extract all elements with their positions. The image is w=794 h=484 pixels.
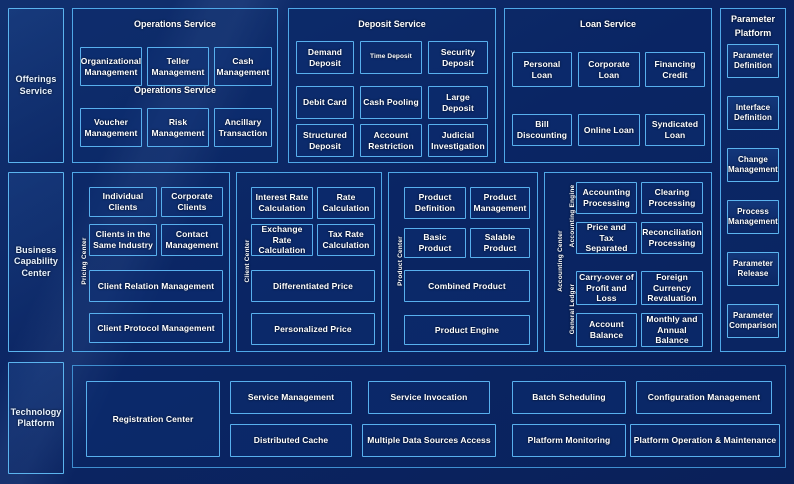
tech-distributed-cache[interactable]: Distributed Cache [230, 424, 352, 457]
capability-differentiated-price[interactable]: Differentiated Price [251, 270, 375, 302]
row-label-offerings-service: Offerings Service [8, 8, 64, 163]
capability-large-deposit[interactable]: Large Deposit [428, 86, 488, 119]
capability-tax-rate-calculation[interactable]: Tax Rate Calculation [317, 224, 375, 256]
capability-price-and-tax-separated[interactable]: Price and Tax Separated [576, 222, 637, 254]
tech-configuration-management[interactable]: Configuration Management [636, 381, 772, 414]
group-client-center[interactable] [236, 172, 382, 352]
parameter-platform-title-line2: Platform [734, 28, 772, 38]
capability-accounting-processing[interactable]: Accounting Processing [576, 182, 637, 214]
row-label-business-line2: Capability [13, 256, 58, 267]
row-label-technology-line2: Platform [17, 418, 55, 428]
capability-monthly-and-annual-balance[interactable]: Monthly and Annual Balance [641, 313, 703, 347]
row-label-technology-platform: Technology Platform [8, 362, 64, 474]
group-title-deposit-service: Deposit Service [358, 19, 426, 29]
capability-personalized-price[interactable]: Personalized Price [251, 313, 375, 345]
vertical-label-accounting-center: Accounting Center [556, 230, 564, 292]
capability-time-deposit[interactable]: Time Deposit [360, 41, 422, 74]
capability-account-balance[interactable]: Account Balance [576, 313, 637, 347]
change-management-box[interactable]: Change Management [727, 148, 779, 182]
tech-registration-center[interactable]: Registration Center [86, 381, 220, 457]
group-title-loan-service: Loan Service [579, 19, 637, 29]
capability-contact-management[interactable]: Contact Management [161, 224, 223, 256]
capability-client-relation-management[interactable]: Client Relation Management [89, 270, 223, 302]
tech-multiple-data-sources-access[interactable]: Multiple Data Sources Access [362, 424, 496, 457]
capability-client-protocol-management[interactable]: Client Protocol Management [89, 313, 223, 343]
capability-product-management[interactable]: Product Management [470, 187, 530, 219]
capability-organizational-management[interactable]: Organizational Management [80, 47, 142, 86]
tech-platform-monitoring[interactable]: Platform Monitoring [512, 424, 626, 457]
capability-cash-management[interactable]: Cash Management [214, 47, 272, 86]
capability-teller-management[interactable]: Teller Management [147, 47, 209, 86]
group-accounting-center[interactable] [544, 172, 712, 352]
capability-clearing-processing[interactable]: Clearing Processing [641, 182, 703, 214]
capability-foreign-currency-revaluation[interactable]: Foreign Currency Revaluation [641, 271, 703, 305]
capability-rate-calculation[interactable]: Rate Calculation [317, 187, 375, 219]
capability-financing-credit[interactable]: Financing Credit [645, 52, 705, 87]
parameter-release-box[interactable]: Parameter Release [727, 252, 779, 286]
row-label-business-line3: Center [21, 267, 51, 278]
capability-salable-product[interactable]: Salable Product [470, 228, 530, 258]
row-label-offerings-line2: Service [19, 85, 53, 96]
capability-bill-discounting[interactable]: Bill Discounting [512, 114, 572, 146]
capability-security-deposit[interactable]: Security Deposit [428, 41, 488, 74]
capability-debit-card[interactable]: Debit Card [296, 86, 354, 119]
tech-batch-scheduling[interactable]: Batch Scheduling [512, 381, 626, 414]
capability-product-engine[interactable]: Product Engine [404, 315, 530, 345]
group-deposit-service[interactable] [288, 8, 496, 163]
capability-corporate-clients[interactable]: Corporate Clients [161, 187, 223, 217]
capability-personal-loan[interactable]: Personal Loan [512, 52, 572, 87]
capability-structured-deposit[interactable]: Structured Deposit [296, 124, 354, 157]
group-title-operations-service: Operations Service [133, 19, 217, 29]
parameter-comparison-box[interactable]: Parameter Comparison [727, 304, 779, 338]
capability-basic-product[interactable]: Basic Product [404, 228, 466, 258]
capability-voucher-management[interactable]: Voucher Management [80, 108, 142, 147]
group-loan-service[interactable] [504, 8, 712, 163]
capability-cash-pooling[interactable]: Cash Pooling [360, 86, 422, 119]
tech-platform-operation-maintenance[interactable]: Platform Operation & Maintenance [630, 424, 780, 457]
capability-carry-over-of-profit-and-loss[interactable]: Carry-over of Profit and Loss [576, 271, 637, 305]
capability-online-loan[interactable]: Online Loan [578, 114, 640, 146]
capability-individual-clients[interactable]: Individual Clients [89, 187, 157, 217]
ghost-title-operations-service: Operations Service [133, 85, 217, 95]
parameter-platform-title-line1: Parameter [730, 14, 776, 24]
capability-exchange-rate-calculation[interactable]: Exchange Rate Calculation [251, 224, 313, 256]
row-label-offerings-line1: Offerings [15, 74, 57, 85]
capability-interest-rate-calculation[interactable]: Interest Rate Calculation [251, 187, 313, 219]
capability-judicial-investigation[interactable]: Judicial Investigation [428, 124, 488, 157]
tech-service-invocation[interactable]: Service Invocation [368, 381, 490, 414]
capability-ancillary-transaction[interactable]: Ancillary Transaction [214, 108, 272, 147]
capability-clients-same-industry[interactable]: Clients in the Same Industry [89, 224, 157, 256]
group-product-center[interactable] [388, 172, 538, 352]
parameter-definition-box[interactable]: Parameter Definition [727, 44, 779, 78]
row-label-business-line1: Business [15, 245, 57, 256]
capability-reconciliation-processing[interactable]: Reconciliation Processing [641, 222, 703, 254]
row-label-technology-line1: Technology [10, 406, 62, 417]
capability-combined-product[interactable]: Combined Product [404, 270, 530, 302]
capability-account-restriction[interactable]: Account Restriction [360, 124, 422, 157]
capability-product-definition[interactable]: Product Definition [404, 187, 466, 219]
capability-syndicated-loan[interactable]: Syndicated Loan [645, 114, 705, 146]
row-label-business-capability-center: Business Capability Center [8, 172, 64, 352]
process-management-box[interactable]: Process Management [727, 200, 779, 234]
interface-definition-box[interactable]: Interface Definition [727, 96, 779, 130]
capability-risk-management[interactable]: Risk Management [147, 108, 209, 147]
capability-demand-deposit[interactable]: Demand Deposit [296, 41, 354, 74]
group-pricing-center[interactable] [72, 172, 230, 352]
tech-service-management[interactable]: Service Management [230, 381, 352, 414]
capability-corporate-loan[interactable]: Corporate Loan [578, 52, 640, 87]
group-technology-platform[interactable] [72, 365, 786, 468]
